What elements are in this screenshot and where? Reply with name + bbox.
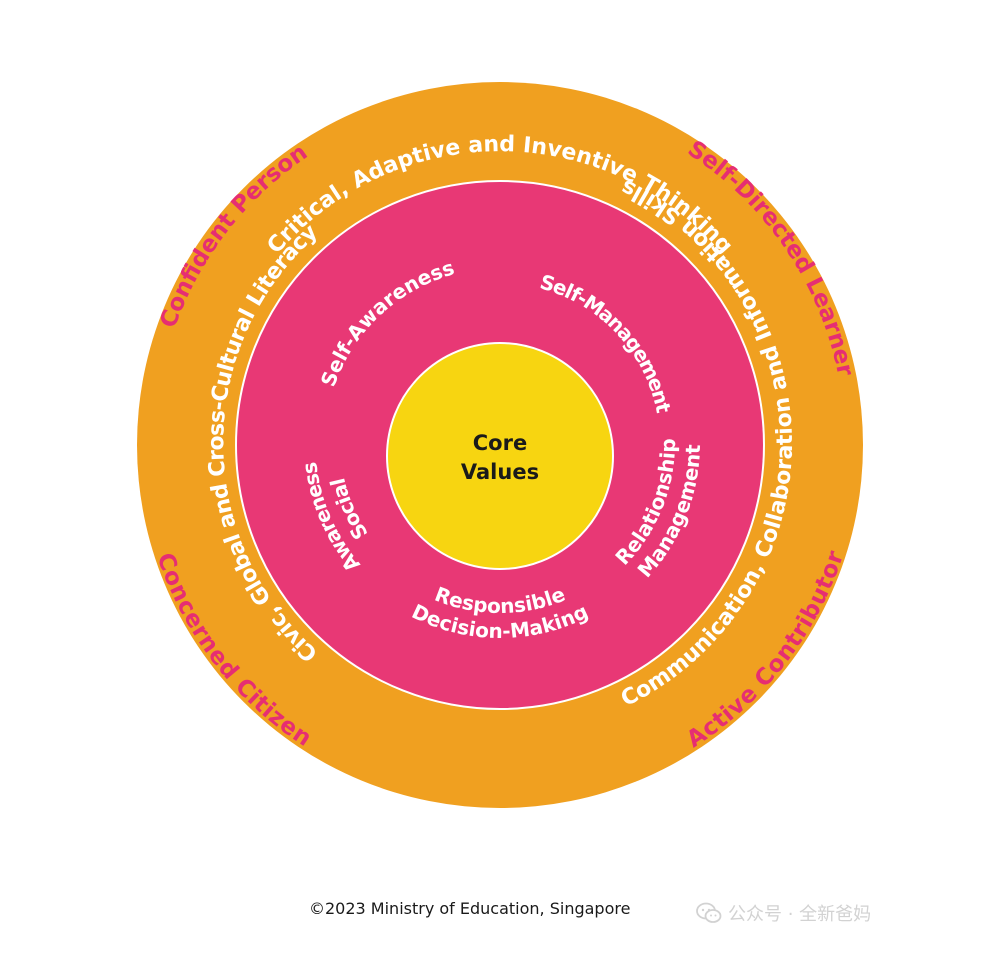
core-circle (386, 342, 614, 570)
core-values-line2: Values (461, 460, 539, 484)
core-values-line1: Core (473, 431, 527, 455)
copyright-notice: ©2023 Ministry of Education, Singapore (309, 899, 631, 918)
wechat-icon (696, 902, 722, 923)
watermark: 公众号 · 全新爸妈 (696, 897, 871, 929)
watermark-text: 公众号 · 全新爸妈 (728, 904, 872, 925)
